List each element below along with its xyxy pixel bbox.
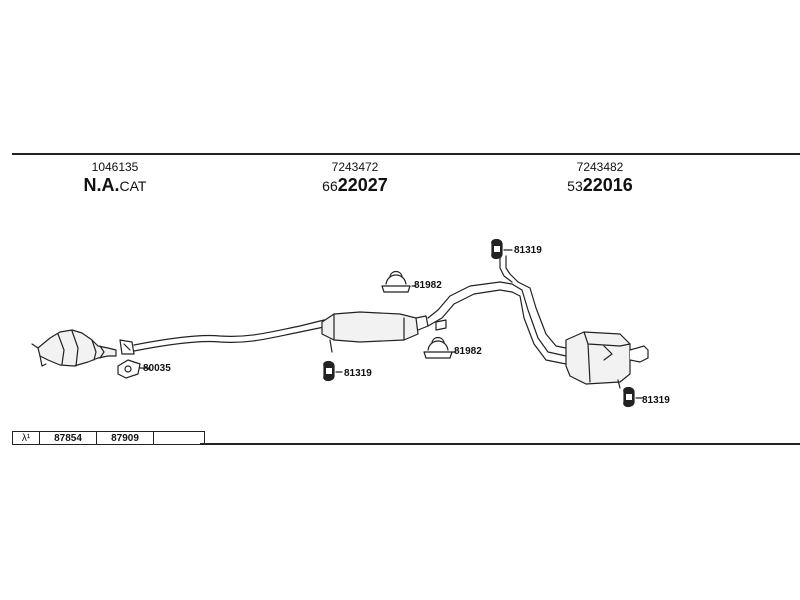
- part-code-middle-main: 22027: [337, 175, 388, 195]
- part-code-rear-main: 22016: [582, 175, 633, 195]
- part-code-rear-prefix: 53: [567, 178, 583, 194]
- rear-silencer: [565, 331, 649, 389]
- callout-clamp-top: 81982: [414, 280, 442, 291]
- part-code-middle-prefix: 66: [322, 178, 338, 194]
- callout-hanger-top: 81319: [514, 245, 542, 256]
- rubber-hanger-rear: [623, 386, 635, 408]
- lambda-symbol-cell: λ¹: [12, 431, 40, 445]
- code-table-row: λ¹ 87854 87909: [12, 431, 205, 445]
- front-pipe: [133, 319, 325, 352]
- part-code-rear-silencer: 5322016: [545, 174, 655, 197]
- part-code-catalyst: N.A.CAT: [60, 174, 170, 197]
- callout-hanger-rear: 81319: [642, 395, 670, 406]
- part-code-middle-silencer: 6622027: [300, 174, 410, 197]
- leader-80035: [143, 365, 151, 371]
- clamp-lower: [423, 336, 453, 359]
- top-divider-line: [12, 153, 800, 155]
- part-header-middle-silencer: 7243472 6622027: [300, 160, 410, 197]
- clamp-upper: [381, 270, 411, 293]
- code-cell-3: [153, 431, 205, 445]
- part-code-catalyst-suffix: CAT: [119, 178, 147, 194]
- callout-gasket-front: 80035: [143, 363, 171, 374]
- part-number-rear-silencer: 7243482: [576, 160, 624, 174]
- part-number-middle-silencer: 7243472: [331, 160, 379, 174]
- callout-hanger-mid: 81319: [344, 368, 372, 379]
- bottom-divider-line: [200, 443, 800, 445]
- code-cell-2: 87909: [96, 431, 154, 445]
- part-number-catalyst: 1046135: [91, 160, 139, 174]
- part-header-catalyst: 1046135 N.A.CAT: [60, 160, 170, 197]
- middle-silencer: [321, 311, 429, 353]
- rubber-hanger-mid: [323, 360, 335, 382]
- catalytic-converter: [31, 329, 117, 367]
- callout-clamp-mid: 81982: [454, 346, 482, 357]
- rubber-hanger-top: [491, 238, 503, 260]
- part-code-catalyst-main: N.A.: [83, 175, 120, 195]
- part-header-rear-silencer: 7243482 5322016: [545, 160, 655, 197]
- code-cell-1: 87854: [39, 431, 97, 445]
- front-flange: [119, 339, 135, 355]
- code-table: λ¹ 87854 87909: [12, 431, 205, 445]
- gasket-80035: [117, 359, 141, 379]
- intermediate-pipe: [427, 255, 567, 365]
